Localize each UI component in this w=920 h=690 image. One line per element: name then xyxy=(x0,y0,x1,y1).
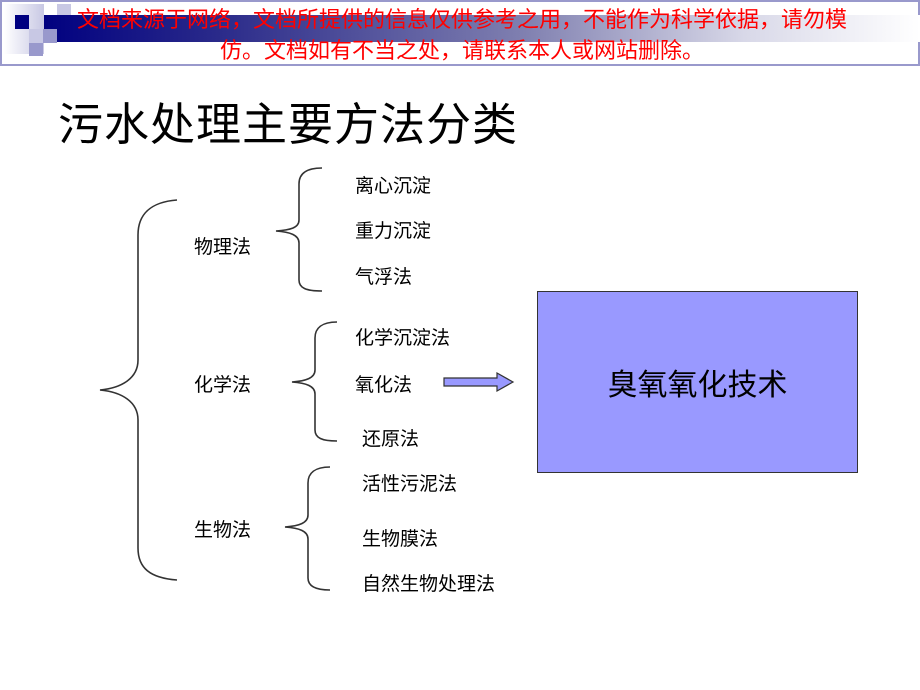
method-item: 化学沉淀法 xyxy=(355,327,451,349)
method-item: 自然生物处理法 xyxy=(362,573,496,595)
method-item-oxidation: 氧化法 xyxy=(355,374,413,396)
physical-brace-icon xyxy=(275,167,323,292)
method-item: 生物膜法 xyxy=(362,528,439,550)
decor-square xyxy=(29,43,43,56)
category-physical: 物理法 xyxy=(194,236,252,258)
right-arrow-icon xyxy=(443,371,515,393)
disclaimer-line-1: 文档来源于网络，文档所提供的信息仅供参考之用，不能作为科学依据，请勿模 xyxy=(76,8,847,33)
method-item: 活性污泥法 xyxy=(362,473,458,495)
biological-brace-icon xyxy=(284,466,331,591)
page-title: 污水处理主要方法分类 xyxy=(58,98,519,151)
banner-gradient-bar xyxy=(42,15,920,42)
method-item: 还原法 xyxy=(362,428,420,450)
chemical-brace-icon xyxy=(291,321,338,442)
main-brace-icon xyxy=(99,199,178,581)
ozone-oxidation-box: 臭氧氧化技术 xyxy=(537,291,858,473)
category-chemical: 化学法 xyxy=(194,374,252,396)
disclaimer-text: 文档来源于网络，文档所提供的信息仅供参考之用，不能作为科学依据，请勿模 仿。文档… xyxy=(2,5,920,67)
disclaimer-line-2: 仿。文档如有不当之处，请联系本人或网站删除。 xyxy=(219,39,704,64)
decor-square xyxy=(29,29,43,43)
ozone-oxidation-label: 臭氧氧化技术 xyxy=(607,368,788,403)
decor-square xyxy=(15,15,29,29)
decor-square xyxy=(57,4,71,15)
method-item: 气浮法 xyxy=(355,266,413,288)
decor-square xyxy=(43,29,57,43)
method-item: 离心沉淀 xyxy=(355,175,432,197)
category-biological: 生物法 xyxy=(194,519,252,541)
method-item: 重力沉淀 xyxy=(355,220,432,242)
disclaimer-banner: 文档来源于网络，文档所提供的信息仅供参考之用，不能作为科学依据，请勿模 仿。文档… xyxy=(0,0,920,66)
